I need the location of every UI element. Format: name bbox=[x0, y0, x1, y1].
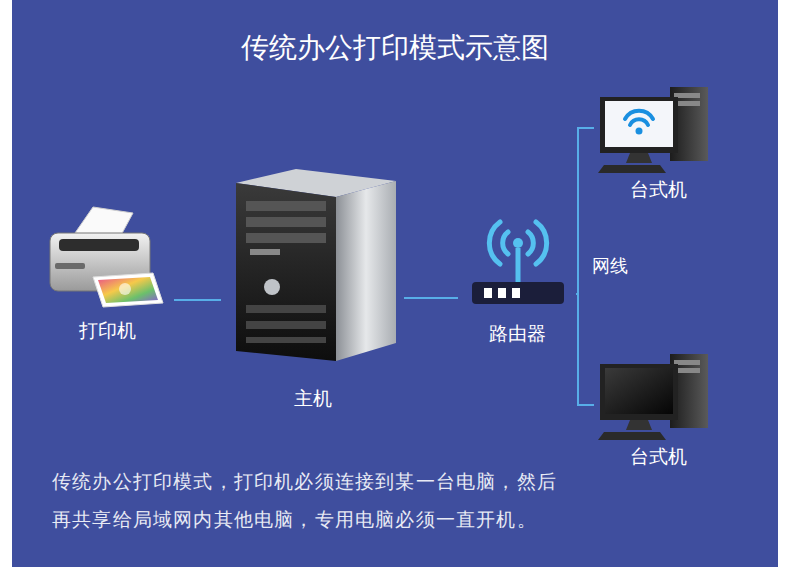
host-node: 主机 bbox=[221, 160, 404, 410]
caption-text: 传统办公打印模式，打印机必须连接到某一台电脑，然后 再共享给局域网内其他电脑，专… bbox=[52, 462, 570, 538]
cable-label: 网线 bbox=[592, 254, 628, 278]
network-cable bbox=[404, 297, 458, 299]
desktop-node: 台式机 bbox=[594, 85, 722, 200]
node-label: 打印机 bbox=[41, 318, 174, 342]
printer-node: 打印机 bbox=[41, 200, 174, 345]
network-cable bbox=[576, 294, 594, 405]
network-cable bbox=[174, 299, 221, 301]
node-label: 路由器 bbox=[458, 321, 576, 345]
diagram-title: 传统办公打印模式示意图 bbox=[0, 30, 790, 66]
printer-illustration bbox=[45, 205, 170, 310]
node-label: 主机 bbox=[221, 386, 404, 410]
node-label: 台式机 bbox=[594, 444, 722, 468]
router-illustration bbox=[468, 210, 568, 308]
desktop-illustration bbox=[598, 85, 713, 175]
desktop-node: 台式机 bbox=[594, 352, 722, 467]
host-tower-illustration bbox=[232, 165, 400, 365]
router-node: 路由器 bbox=[458, 208, 576, 343]
network-cable bbox=[576, 128, 594, 294]
desktop-illustration bbox=[598, 352, 713, 442]
node-label: 台式机 bbox=[594, 177, 722, 201]
